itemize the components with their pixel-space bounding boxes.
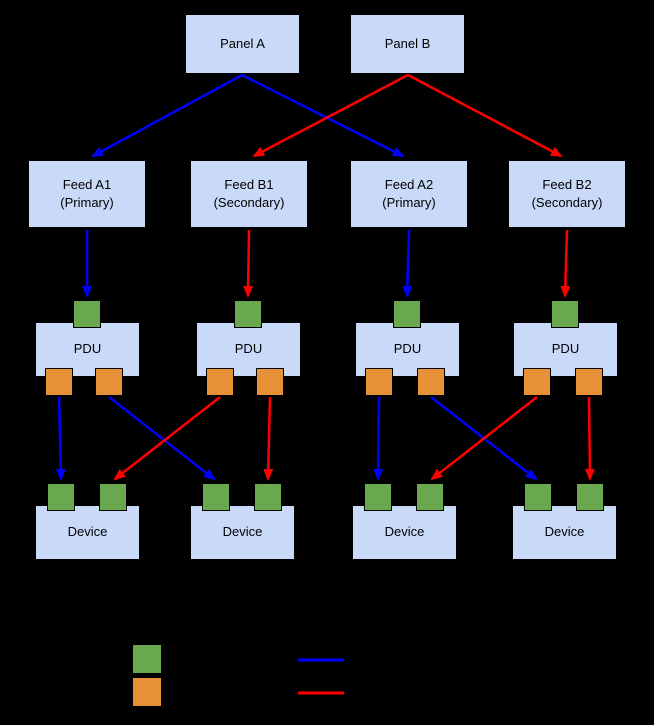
device-4-input-port-right-icon xyxy=(576,483,604,511)
panel-a-box: Panel A xyxy=(185,14,300,74)
arrow-feed-a2-to-pdu-3 xyxy=(402,229,413,298)
legend-input-port-swatch-icon xyxy=(132,644,162,674)
feed-a1-box: Feed A1 (Primary) xyxy=(28,160,146,228)
pdu-1-input-port-icon xyxy=(73,300,101,328)
pdu-3-output-port-left-icon xyxy=(365,368,393,396)
pdu-4-output-port-left-icon xyxy=(523,368,551,396)
device-2-input-port-right-icon xyxy=(254,483,282,511)
arrow-panel-a-to-feed-a2 xyxy=(241,73,405,158)
pdu-2-output-port-right-icon xyxy=(256,368,284,396)
arrow-pdu-4-to-device-4 xyxy=(584,396,595,481)
device-3-input-port-right-icon xyxy=(416,483,444,511)
pdu-3-input-port-icon xyxy=(393,300,421,328)
pdu-4-output-port-right-icon xyxy=(575,368,603,396)
feed-a1-sublabel: (Primary) xyxy=(60,195,114,210)
pdu-1-output-port-left-icon xyxy=(45,368,73,396)
feed-b2-box: Feed B2 (Secondary) xyxy=(508,160,626,228)
device-1-label: Device xyxy=(67,524,108,540)
device-3-label: Device xyxy=(384,524,425,540)
feed-b2-sublabel: (Secondary) xyxy=(531,195,603,210)
device-4-label: Device xyxy=(544,524,585,540)
pdu-1-label: PDU xyxy=(73,341,102,357)
arrow-panel-b-to-feed-b2 xyxy=(407,73,563,158)
pdu-4-label: PDU xyxy=(551,341,580,357)
pdu-2-box: PDU xyxy=(196,322,301,377)
arrow-pdu-3-to-device-3 xyxy=(373,396,384,481)
feed-a1-label: Feed A1 xyxy=(62,176,112,192)
device-4-box: Device xyxy=(512,505,617,560)
feed-a2-sublabel: (Primary) xyxy=(382,195,436,210)
device-3-box: Device xyxy=(352,505,457,560)
device-2-label: Device xyxy=(222,524,263,540)
device-2-input-port-left-icon xyxy=(202,483,230,511)
panel-b-label: Panel B xyxy=(384,35,431,51)
pdu-1-box: PDU xyxy=(35,322,140,377)
device-1-input-port-left-icon xyxy=(47,483,75,511)
device-4-input-port-left-icon xyxy=(524,483,552,511)
arrow-feed-b2-to-pdu-4 xyxy=(560,229,571,298)
feed-a2-label: Feed A2 xyxy=(384,176,434,192)
device-3-input-port-left-icon xyxy=(364,483,392,511)
arrow-feed-b1-to-pdu-2 xyxy=(243,229,254,298)
feed-b1-label: Feed B1 xyxy=(224,176,274,192)
device-1-input-port-right-icon xyxy=(99,483,127,511)
feed-b2-label: Feed B2 xyxy=(542,176,592,192)
feed-b1-box: Feed B1 (Secondary) xyxy=(190,160,308,228)
pdu-2-input-port-icon xyxy=(234,300,262,328)
arrow-pdu-2-to-device-2 xyxy=(263,396,274,481)
pdu-2-label: PDU xyxy=(234,341,263,357)
pdu-1-output-port-right-icon xyxy=(95,368,123,396)
arrow-pdu-2-to-device-1 xyxy=(113,396,221,481)
panel-b-box: Panel B xyxy=(350,14,465,74)
panel-a-label: Panel A xyxy=(220,35,265,51)
arrow-pdu-4-to-device-3 xyxy=(430,396,538,481)
pdu-2-output-port-left-icon xyxy=(206,368,234,396)
arrow-panel-a-to-feed-a1 xyxy=(91,73,243,158)
feed-b1-sublabel: (Secondary) xyxy=(213,195,285,210)
pdu-4-input-port-icon xyxy=(551,300,579,328)
pdu-3-output-port-right-icon xyxy=(417,368,445,396)
pdu-3-box: PDU xyxy=(355,322,460,377)
pdu-4-box: PDU xyxy=(513,322,618,377)
arrow-pdu-1-to-device-2 xyxy=(108,396,216,481)
feed-a2-box: Feed A2 (Primary) xyxy=(350,160,468,228)
arrow-panel-b-to-feed-b1 xyxy=(252,73,409,158)
arrow-pdu-3-to-device-4 xyxy=(430,396,538,481)
device-2-box: Device xyxy=(190,505,295,560)
pdu-3-label: PDU xyxy=(393,341,422,357)
legend-output-port-swatch-icon xyxy=(132,677,162,707)
arrow-pdu-1-to-device-1 xyxy=(55,396,66,481)
device-1-box: Device xyxy=(35,505,140,560)
